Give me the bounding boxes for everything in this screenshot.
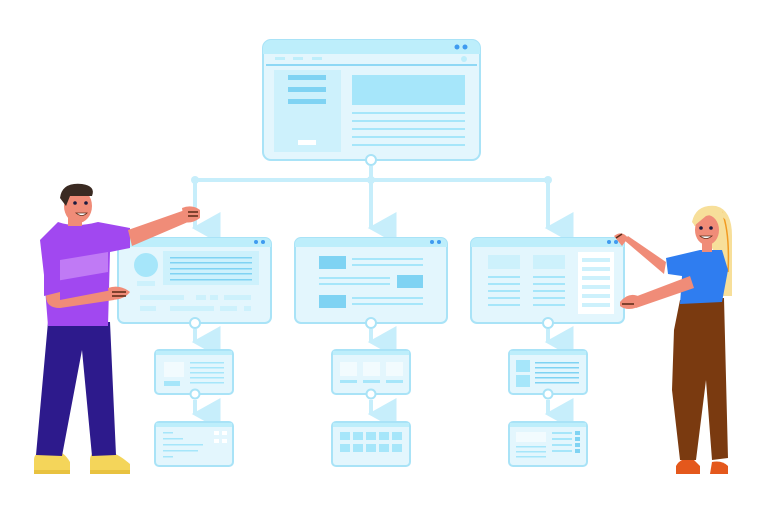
root-page-window (262, 39, 481, 166)
leaf-window (331, 421, 411, 467)
connector-joints (191, 176, 552, 184)
window-dot-icon (462, 44, 468, 50)
leaf-window (508, 421, 588, 467)
man-figure (34, 183, 200, 474)
subpage-window (154, 349, 234, 400)
branch-window-content (294, 237, 448, 329)
woman-figure (614, 205, 732, 474)
branch-window-columns (470, 237, 625, 329)
leaf-window (154, 421, 234, 467)
subpage-window (331, 349, 411, 400)
branch-window-profile (117, 237, 272, 329)
subpage-window (508, 349, 588, 400)
window-dot-icon (454, 44, 460, 50)
